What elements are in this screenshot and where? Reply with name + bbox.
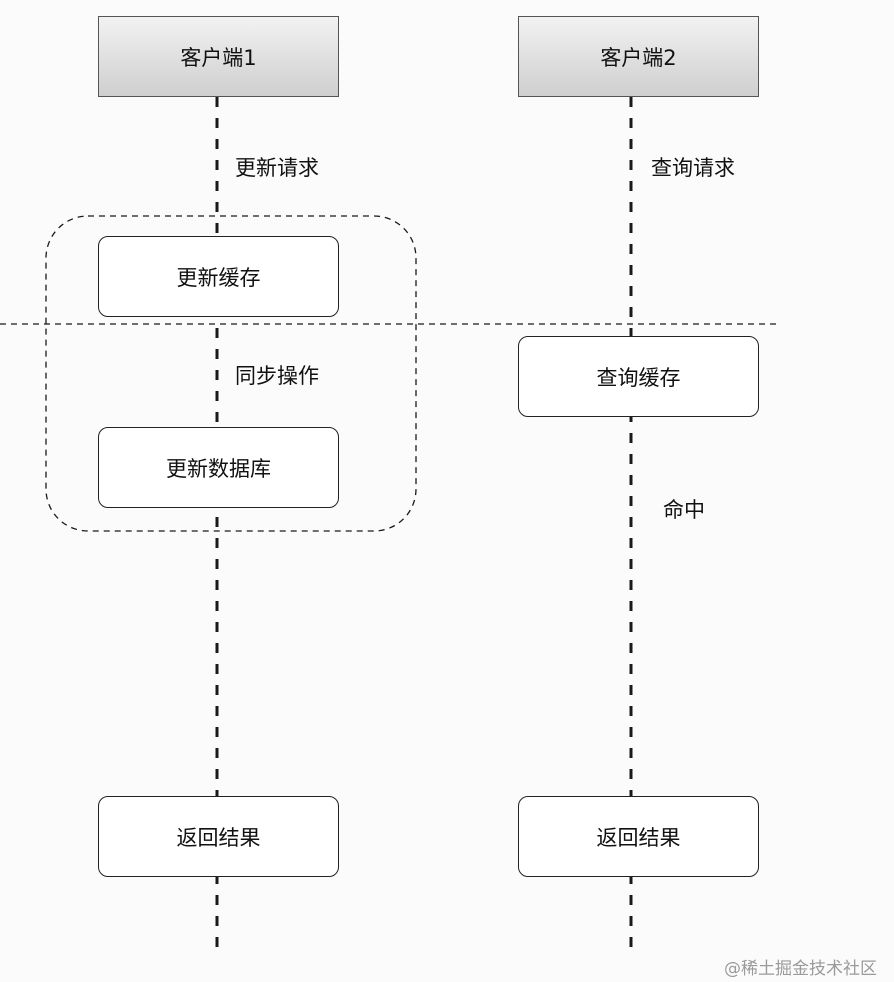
sync-group-frame [45, 215, 417, 532]
query-cache-box: 查询缓存 [518, 336, 759, 417]
update-database-label: 更新数据库 [166, 456, 271, 481]
client2-header-label: 客户端2 [600, 45, 677, 70]
return-result-label-client1: 返回结果 [176, 825, 261, 850]
update-cache-box: 更新缓存 [98, 236, 339, 317]
sync-operation-label: 同步操作 [235, 364, 319, 388]
return-result-label-client2: 返回结果 [596, 825, 681, 850]
return-result-box-client2: 返回结果 [518, 796, 759, 877]
watermark-text: @稀土掘金技术社区 [724, 959, 877, 979]
update-database-box: 更新数据库 [98, 427, 339, 508]
client1-header-label: 客户端1 [180, 45, 257, 70]
hit-label: 命中 [663, 498, 705, 522]
query-cache-label: 查询缓存 [596, 365, 681, 390]
update-request-label: 更新请求 [235, 156, 319, 180]
query-request-label: 查询请求 [651, 156, 735, 180]
update-cache-label: 更新缓存 [176, 265, 261, 290]
return-result-box-client1: 返回结果 [98, 796, 339, 877]
client1-header: 客户端1 [98, 16, 339, 97]
client2-header: 客户端2 [518, 16, 759, 97]
